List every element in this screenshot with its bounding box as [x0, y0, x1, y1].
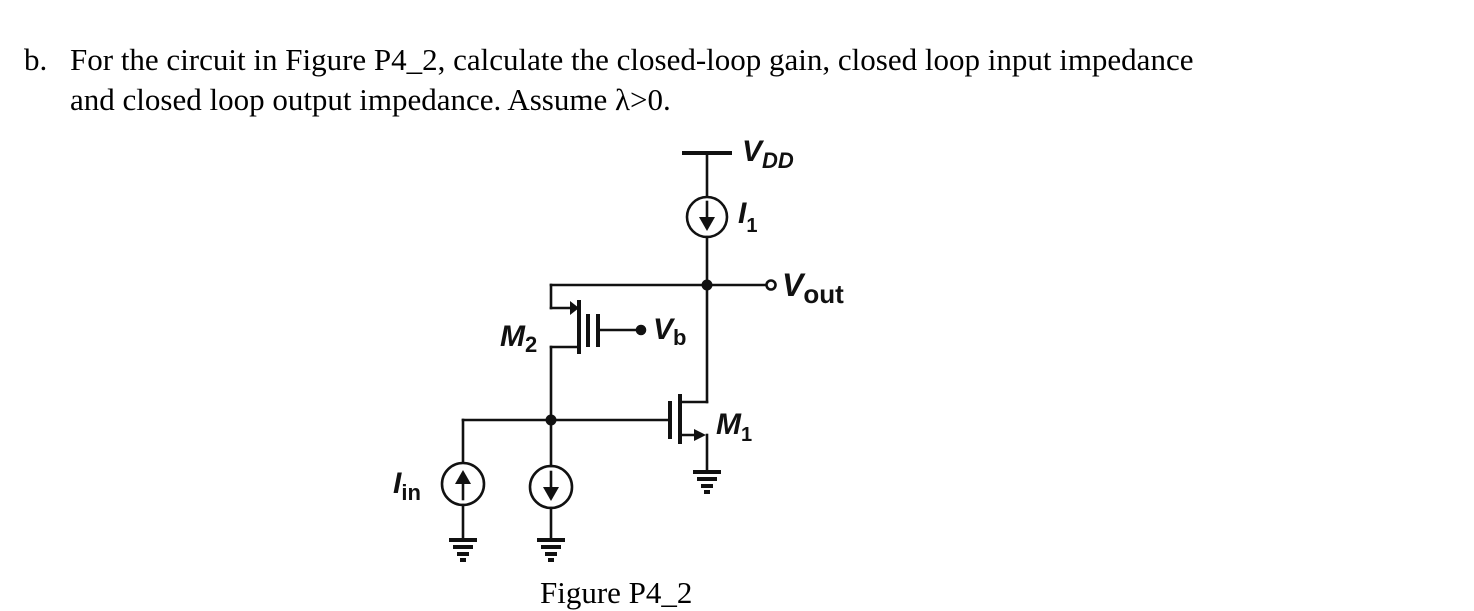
m1-label: M1	[716, 408, 752, 446]
i1-current-source-icon	[685, 195, 729, 239]
figure-caption: Figure P4_2	[540, 575, 693, 610]
problem-line-2: and closed loop output impedance. Assume…	[70, 82, 671, 117]
problem-line-1: For the circuit in Figure P4_2, calculat…	[70, 42, 1194, 77]
circuit-schematic: VDD I1 Vout Vb M2 M1 Iin	[393, 135, 844, 562]
iin-current-source-icon	[440, 461, 486, 507]
iin-label: Iin	[393, 467, 421, 505]
gate-node-dot	[545, 414, 557, 426]
problem-letter: b.	[24, 42, 48, 77]
vout-node-dot	[701, 279, 713, 291]
m1-ground-icon	[693, 470, 721, 494]
m1-transistor-icon	[668, 394, 709, 444]
bias-current-source-icon	[528, 464, 574, 510]
m2-label: M2	[500, 320, 537, 357]
vout-terminal-icon	[765, 279, 777, 291]
vb-terminal-icon	[635, 324, 647, 336]
vout-label: Vout	[782, 267, 844, 309]
m2-transistor-icon	[570, 300, 638, 354]
bias-ground-icon	[537, 538, 565, 562]
vdd-label: VDD	[742, 135, 794, 173]
vb-label: Vb	[653, 313, 686, 350]
i1-label: I1	[738, 197, 757, 237]
iin-ground-icon	[449, 538, 477, 562]
